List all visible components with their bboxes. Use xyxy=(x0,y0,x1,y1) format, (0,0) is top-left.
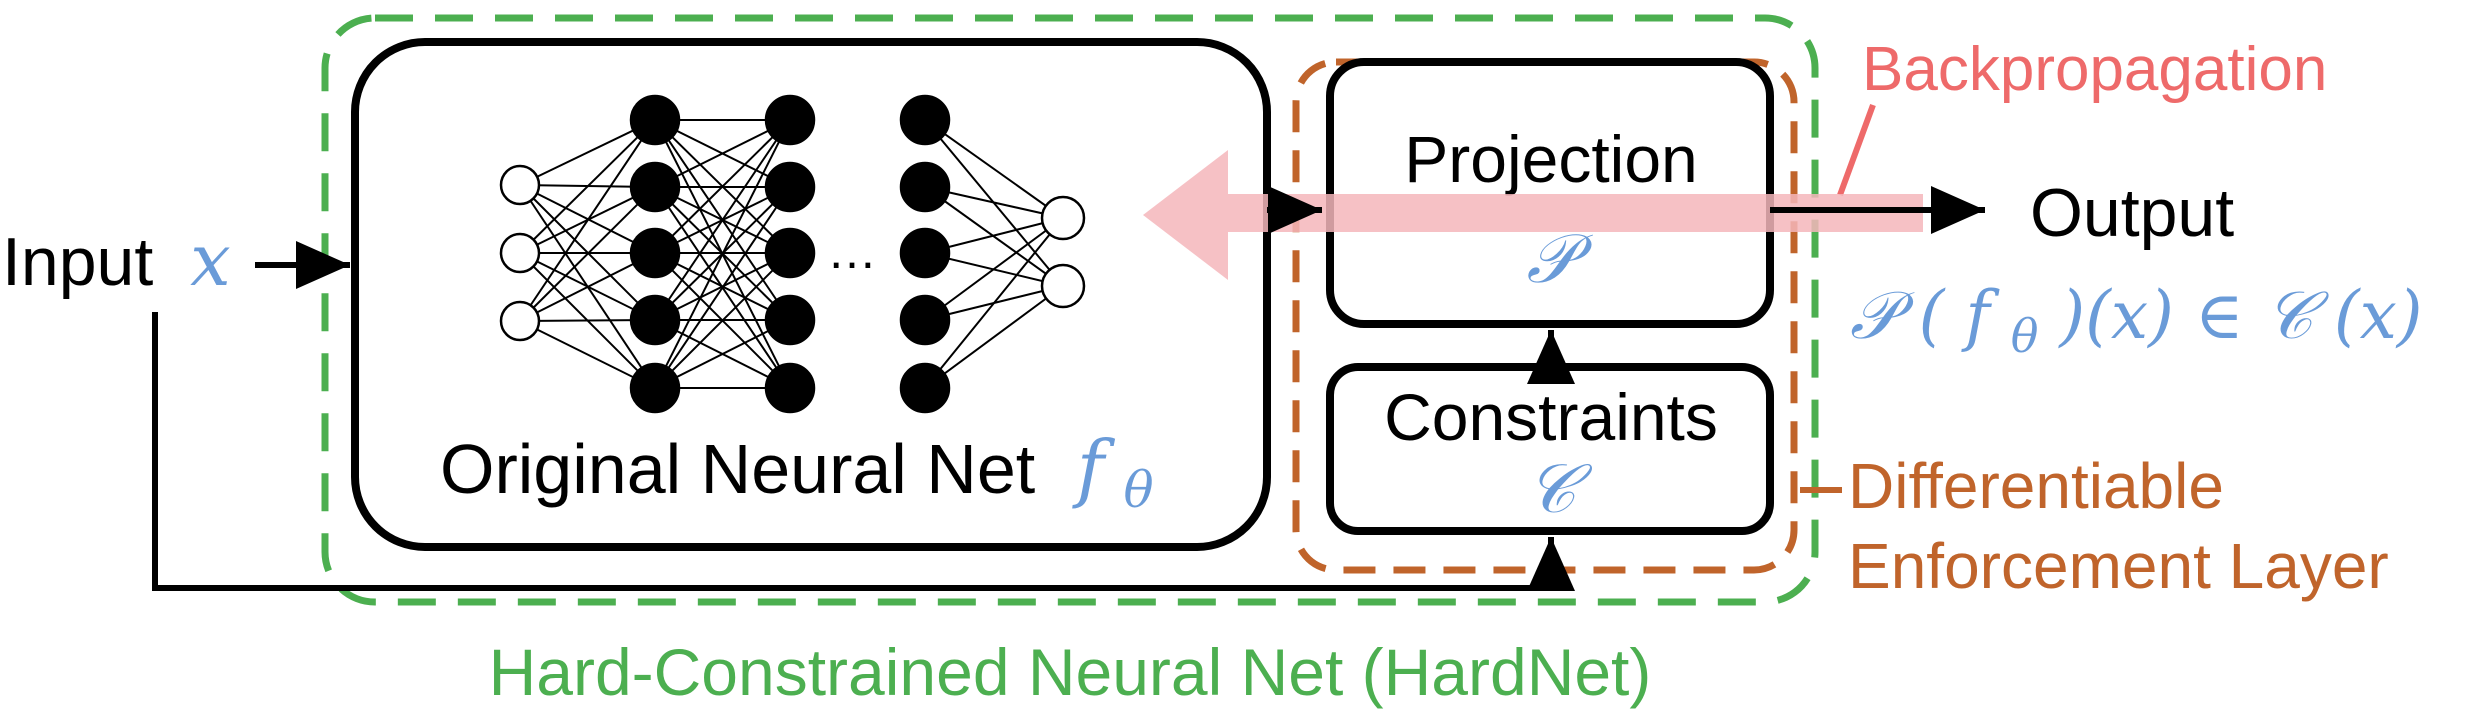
formula-c: 𝒞 xyxy=(2265,277,2330,354)
nn-edge xyxy=(654,119,791,254)
nn-hidden-node xyxy=(764,227,816,279)
formula-theta: θ xyxy=(2011,309,2039,363)
nn-edge xyxy=(654,119,791,389)
nn-io-node xyxy=(499,232,541,274)
enforcement-label-line1: Differentiable xyxy=(1848,450,2224,522)
nn-hidden-node xyxy=(629,161,681,213)
formula-p: 𝒫 xyxy=(1850,277,1915,354)
nn-edge xyxy=(924,119,1064,219)
nn-hidden-node xyxy=(899,161,951,213)
nn-io-node xyxy=(499,164,541,206)
theta-subscript: θ xyxy=(1124,461,1154,519)
nn-edge xyxy=(924,217,1064,389)
nn-hidden-node xyxy=(899,294,951,346)
nn-edge xyxy=(519,186,656,322)
formula-close-x: )(x) ∈ xyxy=(2057,277,2264,354)
original-net-box xyxy=(351,38,1271,551)
backprop-arrowhead xyxy=(1143,150,1228,280)
enforcement-label-line2: Enforcement Layer xyxy=(1848,530,2389,602)
projection-box xyxy=(1326,58,1774,328)
nn-io-node xyxy=(499,300,541,342)
original-net-label: Original Neural Net f θ xyxy=(440,425,1154,519)
output-label: Output xyxy=(2030,175,2234,251)
backprop-pointer-line xyxy=(1837,103,1876,197)
nn-hidden-node xyxy=(629,362,681,414)
projection-label: Projection xyxy=(1404,122,1698,196)
original-net-text: Original Neural Net xyxy=(440,430,1035,508)
nn-ellipsis: … xyxy=(827,223,877,279)
hardnet-boundary xyxy=(321,14,1819,606)
nn-edge xyxy=(654,119,791,321)
nn-hidden-node xyxy=(899,362,951,414)
input-x-symbol: x xyxy=(190,218,231,302)
nn-hidden-node xyxy=(899,227,951,279)
output-formula: 𝒫 ( f θ )(x) ∈ 𝒞 (x) xyxy=(1850,277,2423,368)
nn-edge xyxy=(654,252,791,389)
f-symbol: f xyxy=(1072,425,1116,511)
nn-edge xyxy=(924,217,1064,321)
formula-tail: (x) xyxy=(2334,277,2423,354)
constraints-label: Constraints xyxy=(1384,380,1718,454)
hardnet-label: Hard-Constrained Neural Net (HardNet) xyxy=(489,635,1652,709)
neural-network-graphic xyxy=(499,94,1086,414)
input-text: Input xyxy=(2,224,153,300)
nn-hidden-node xyxy=(764,94,816,146)
nn-hidden-node xyxy=(764,362,816,414)
nn-edge xyxy=(519,119,656,254)
formula-open: ( xyxy=(1919,277,1946,354)
nn-io-node xyxy=(1040,195,1086,241)
nn-edge xyxy=(654,186,791,389)
formula-f: f xyxy=(1960,277,2000,354)
nn-hidden-node xyxy=(764,294,816,346)
backprop-label: Backpropagation xyxy=(1862,35,2327,104)
nn-hidden-node xyxy=(629,294,681,346)
nn-hidden-node xyxy=(629,94,681,146)
nn-hidden-node xyxy=(899,94,951,146)
nn-edge xyxy=(924,285,1064,389)
nn-edge xyxy=(519,119,656,322)
nn-hidden-node xyxy=(629,227,681,279)
nn-io-node xyxy=(1040,263,1086,309)
nn-hidden-node xyxy=(764,161,816,213)
input-label: Input x xyxy=(2,218,231,302)
